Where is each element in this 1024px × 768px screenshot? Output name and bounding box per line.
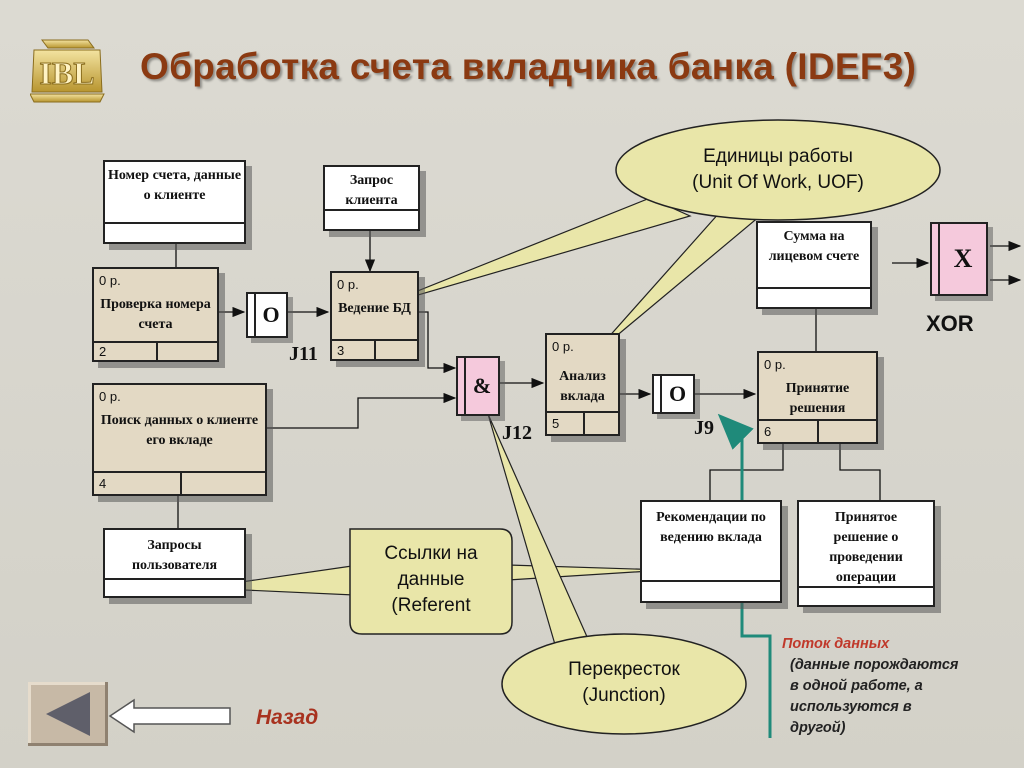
left-triangle-icon [46, 692, 90, 736]
box-label: Принятое решение о проведении операции [829, 510, 903, 585]
back-link[interactable]: Назад [256, 706, 319, 729]
box-label: Рекомендации по ведению вклада [656, 510, 766, 545]
uof-cost: 0 р. [337, 277, 359, 292]
uof-number: 3 [337, 343, 345, 358]
uof-number: 5 [552, 416, 560, 431]
box-label: Анализ вклада [559, 369, 606, 404]
svg-text:IBL: IBL [39, 55, 94, 91]
junction-label: XOR [926, 311, 974, 336]
note-line: другой) [790, 720, 846, 736]
uof-decision: 0 р. Принятие решения 6 [757, 351, 878, 444]
junction-symbol: O [254, 294, 286, 336]
uof-cost: 0 р. [99, 389, 121, 404]
note-line: в одной работе, а [790, 678, 923, 694]
callout-line: (Referent [391, 595, 471, 616]
junction-label: J9 [694, 417, 714, 439]
box-label: Запросы пользователя [131, 538, 218, 573]
junction-j9: O [652, 374, 695, 414]
box-label: Ведение БД [338, 301, 411, 316]
callout-line: данные [397, 569, 465, 590]
callout-line: (Unit Of Work, UOF) [692, 172, 864, 193]
back-button[interactable] [28, 682, 108, 746]
page-title: Обработка счета вкладчика банка (IDEF3) [140, 46, 917, 87]
uof-cost: 0 р. [99, 273, 121, 288]
uof-cost: 0 р. [552, 339, 574, 354]
referent-client-request: Запрос клиента [323, 165, 420, 231]
callout-line: Единицы работы [703, 146, 853, 167]
uof-number: 6 [764, 424, 772, 439]
callout-line: Ссылки на [384, 543, 478, 564]
box-label: Принятие решения [785, 381, 850, 416]
box-label: Поиск данных о клиенте его вкладе [100, 413, 259, 448]
junction-callout: Перекресток (Junction) [512, 657, 736, 709]
note-line: (данные порождаются [790, 657, 959, 673]
box-label: Номер счета, данные о клиенте [107, 168, 242, 203]
referent-account-data: Номер счета, данные о клиенте [103, 160, 246, 244]
referent-user-requests: Запросы пользователя [103, 528, 246, 598]
junction-symbol: & [464, 358, 498, 414]
referent-callout: Ссылки на данные (Referent [352, 541, 510, 619]
callout-line: Перекресток [568, 659, 680, 680]
referent-recommendations: Рекомендации по ведению вклада [640, 500, 782, 603]
ibl-logo: IBL [30, 39, 105, 103]
junction-label: J12 [502, 422, 532, 444]
uof-search: 0 р. Поиск данных о клиенте его вкладе 4 [92, 383, 267, 496]
note-line: используются в [790, 699, 912, 715]
box-label: Проверка номера счета [100, 297, 211, 332]
back-arrow-icon[interactable] [108, 696, 234, 736]
referent-decision-made: Принятое решение о проведении операции [797, 500, 935, 607]
dataflow-note: Поток данных (данные порождаются в одной… [782, 634, 1018, 739]
uof-number: 2 [99, 344, 107, 359]
uof-db: 0 р. Ведение БД 3 [330, 271, 419, 361]
uof-cost: 0 р. [764, 357, 786, 372]
junction-xor: X [930, 222, 988, 296]
junction-j11: O [246, 292, 288, 338]
junction-j12: & [456, 356, 500, 416]
note-title: Поток данных [782, 636, 890, 652]
uof-callout: Единицы работы (Unit Of Work, UOF) [640, 144, 916, 196]
junction-symbol: X [938, 224, 986, 294]
box-label: Запрос клиента [345, 173, 398, 208]
junction-symbol: O [660, 376, 693, 412]
uof-check-account: 0 р. Проверка номера счета 2 [92, 267, 219, 362]
uof-number: 4 [99, 476, 107, 491]
callout-line: (Junction) [582, 685, 666, 706]
box-label: Сумма на лицевом счете [768, 229, 860, 264]
junction-label: J11 [289, 343, 318, 365]
referent-account-sum: Сумма на лицевом счете [756, 221, 872, 309]
uof-analysis: 0 р. Анализ вклада 5 [545, 333, 620, 436]
